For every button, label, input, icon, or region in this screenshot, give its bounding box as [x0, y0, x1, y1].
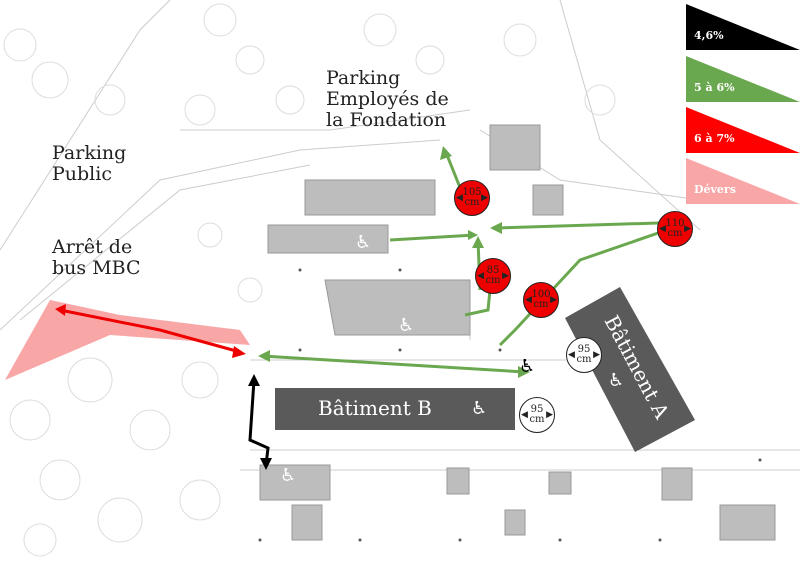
trees	[3, 3, 616, 557]
label-line: Parking	[52, 142, 127, 164]
label-line: Public	[52, 163, 112, 185]
red-route	[59, 308, 241, 354]
building-a-shape	[565, 287, 695, 452]
width-value: 110	[665, 218, 685, 229]
label-parking-public: Parking Public	[52, 143, 126, 185]
accessibility-icon: ♿	[355, 232, 372, 253]
width-unit: cm	[529, 414, 545, 425]
building-b-shape	[275, 388, 515, 430]
building-b-label: Bâtiment B	[318, 396, 432, 420]
width-unit: cm	[485, 275, 501, 286]
black-route	[248, 379, 270, 466]
green-arrowheads	[258, 146, 530, 378]
width-value: 95	[577, 344, 591, 355]
label-parking-employes: Parking Employés de la Fondation	[326, 68, 449, 131]
accessibility-icon: ♿	[471, 398, 488, 419]
accessibility-icon: ♿	[280, 465, 297, 486]
legend-slope-6-7: 6 à 7%	[686, 107, 800, 153]
legend-devers: Dévers	[686, 158, 800, 204]
legend-label: 4,6%	[694, 29, 724, 42]
accessibility-icon: ♿	[519, 356, 536, 377]
label-line: bus MBC	[52, 257, 141, 279]
width-unit: cm	[464, 197, 480, 208]
width-value: 95	[530, 404, 544, 415]
legend-slope-5-6: 5 à 6%	[686, 56, 800, 102]
devers-area	[5, 300, 250, 380]
legend-slope-4-6: 4,6%	[686, 4, 800, 50]
legend-label: 5 à 6%	[694, 81, 735, 94]
grid-dots	[258, 268, 762, 542]
accessibility-icon: ♿	[608, 370, 625, 391]
label-line: Parking	[326, 67, 401, 89]
label-line: Arrêt de	[52, 236, 133, 258]
width-value: 100	[531, 289, 551, 300]
width-value: 105	[462, 187, 482, 198]
width-unit: cm	[533, 299, 549, 310]
label-line: Employés de	[326, 88, 449, 110]
label-line: la Fondation	[326, 109, 447, 131]
accessibility-icon: ♿	[398, 315, 415, 336]
legend-label: Dévers	[694, 183, 736, 196]
legend-label: 6 à 7%	[694, 132, 735, 145]
width-unit: cm	[667, 228, 683, 239]
minor-buildings	[259, 124, 776, 541]
width-unit: cm	[576, 354, 592, 365]
width-value: 85	[486, 265, 500, 276]
label-bus-stop: Arrêt de bus MBC	[52, 237, 141, 279]
